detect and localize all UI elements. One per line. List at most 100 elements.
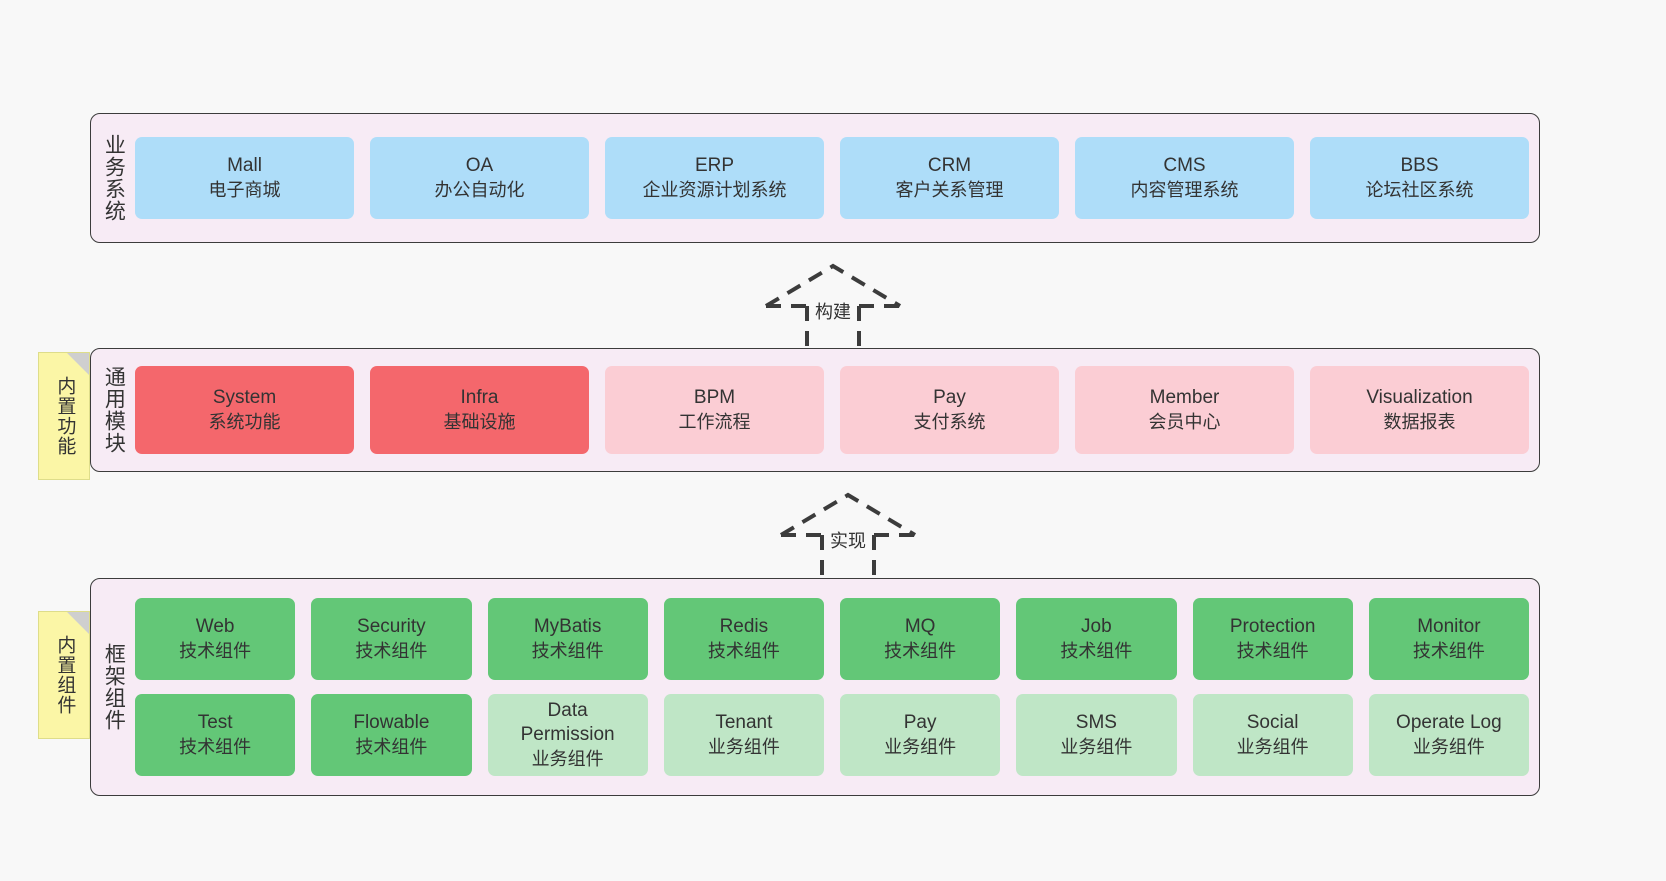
card-title: Mall	[227, 154, 262, 176]
sticky-note-builtin-features: 内置功能	[38, 352, 90, 480]
connector-implement: 实现	[763, 487, 933, 592]
card-title: Pay	[933, 386, 966, 408]
card-subtitle: 业务组件	[707, 736, 780, 757]
card-pay-module[interactable]: Pay 支付系统	[840, 366, 1059, 454]
card-title: Security	[357, 615, 426, 637]
card-title: Tenant	[715, 711, 773, 733]
card-title: Flowable	[353, 711, 430, 733]
card-title: Operate Log	[1396, 711, 1502, 733]
sticky-note-label: 内置功能	[54, 376, 76, 456]
layer-common-module-title: 通用模块	[102, 366, 126, 454]
connector-build-label: 构建	[815, 302, 851, 322]
card-subtitle: 企业资源计划系统	[642, 179, 787, 200]
card-row: Web 技术组件 Security 技术组件 MyBatis 技术组件 Redi…	[135, 598, 1529, 680]
card-subtitle: 办公自动化	[434, 179, 525, 200]
card-subtitle: 工作流程	[678, 411, 751, 432]
card-subtitle: 技术组件	[1412, 640, 1485, 661]
card-subtitle: 业务组件	[1412, 736, 1485, 757]
card-web[interactable]: Web 技术组件	[135, 598, 296, 680]
card-subtitle: 系统功能	[208, 411, 281, 432]
card-subtitle: 客户关系管理	[895, 179, 1004, 200]
card-title: Redis	[719, 615, 769, 637]
card-crm[interactable]: CRM 客户关系管理	[840, 137, 1059, 219]
card-title: Test	[197, 711, 233, 733]
card-erp[interactable]: ERP 企业资源计划系统	[605, 137, 824, 219]
card-title: Infra	[460, 386, 499, 408]
card-bbs[interactable]: BBS 论坛社区系统	[1310, 137, 1529, 219]
card-row: Test 技术组件 Flowable 技术组件 Data Permission …	[135, 694, 1529, 776]
card-title: Data Permission	[520, 699, 615, 746]
card-subtitle: 技术组件	[1060, 640, 1133, 661]
connector-implement-label: 实现	[830, 531, 866, 551]
card-title: Protection	[1229, 615, 1316, 637]
card-mq[interactable]: MQ 技术组件	[840, 598, 1001, 680]
card-operate-log[interactable]: Operate Log 业务组件	[1368, 694, 1529, 776]
card-row: Mall 电子商城 OA 办公自动化 ERP 企业资源计划系统 CRM 客户关系…	[135, 137, 1529, 219]
card-system[interactable]: System 系统功能	[135, 366, 354, 454]
card-title: CMS	[1163, 154, 1206, 176]
sticky-note-label: 内置组件	[54, 635, 76, 715]
card-bpm[interactable]: BPM 工作流程	[605, 366, 824, 454]
card-subtitle: 会员中心	[1148, 411, 1221, 432]
card-subtitle: 业务组件	[884, 736, 957, 757]
card-cms[interactable]: CMS 内容管理系统	[1075, 137, 1294, 219]
card-title: Monitor	[1417, 615, 1481, 637]
card-mybatis[interactable]: MyBatis 技术组件	[487, 598, 648, 680]
card-title: System	[212, 386, 277, 408]
layer-common-module-body: System 系统功能 Infra 基础设施 BPM 工作流程 Pay 支付系统…	[135, 349, 1539, 471]
card-sms[interactable]: SMS 业务组件	[1016, 694, 1177, 776]
card-subtitle: 技术组件	[355, 736, 428, 757]
card-mall[interactable]: Mall 电子商城	[135, 137, 354, 219]
card-subtitle: 技术组件	[1236, 640, 1309, 661]
card-row: System 系统功能 Infra 基础设施 BPM 工作流程 Pay 支付系统…	[135, 366, 1529, 454]
card-flowable[interactable]: Flowable 技术组件	[311, 694, 472, 776]
layer-framework-component: 框架组件 Web 技术组件 Security 技术组件 MyBatis 技术组件…	[90, 578, 1540, 796]
card-tenant[interactable]: Tenant 业务组件	[663, 694, 824, 776]
layer-framework-component-body: Web 技术组件 Security 技术组件 MyBatis 技术组件 Redi…	[135, 579, 1539, 795]
layer-framework-component-title: 框架组件	[102, 643, 126, 731]
card-infra[interactable]: Infra 基础设施	[370, 366, 589, 454]
card-title: ERP	[694, 154, 735, 176]
card-title: SMS	[1075, 711, 1117, 733]
card-monitor[interactable]: Monitor 技术组件	[1368, 598, 1529, 680]
card-subtitle: 业务组件	[1236, 736, 1309, 757]
card-job[interactable]: Job 技术组件	[1016, 598, 1177, 680]
card-subtitle: 业务组件	[1060, 736, 1133, 757]
card-subtitle: 技术组件	[179, 640, 252, 661]
card-subtitle: 技术组件	[707, 640, 780, 661]
layer-business-system-body: Mall 电子商城 OA 办公自动化 ERP 企业资源计划系统 CRM 客户关系…	[135, 114, 1539, 242]
card-subtitle: 数据报表	[1383, 411, 1456, 432]
card-test[interactable]: Test 技术组件	[135, 694, 296, 776]
card-data-permission[interactable]: Data Permission 业务组件	[487, 694, 648, 776]
layer-business-system-title: 业务系统	[102, 134, 126, 222]
card-title: Social	[1246, 711, 1299, 733]
card-subtitle: 支付系统	[913, 411, 986, 432]
card-title: Job	[1081, 615, 1112, 637]
card-security[interactable]: Security 技术组件	[311, 598, 472, 680]
card-subtitle: 业务组件	[531, 749, 604, 769]
card-subtitle: 内容管理系统	[1130, 179, 1239, 200]
card-subtitle: 论坛社区系统	[1365, 179, 1474, 200]
sticky-note-builtin-components: 内置组件	[38, 611, 90, 739]
card-pay-component[interactable]: Pay 业务组件	[840, 694, 1001, 776]
card-title: Web	[195, 615, 235, 637]
card-title: MQ	[904, 615, 936, 637]
card-protection[interactable]: Protection 技术组件	[1192, 598, 1353, 680]
layer-business-system: 业务系统 Mall 电子商城 OA 办公自动化 ERP 企业资源计划系统 CRM…	[90, 113, 1540, 243]
card-title: BPM	[693, 386, 736, 408]
card-subtitle: 技术组件	[179, 736, 252, 757]
card-title: Visualization	[1366, 386, 1473, 408]
card-social[interactable]: Social 业务组件	[1192, 694, 1353, 776]
card-subtitle: 基础设施	[443, 411, 516, 432]
card-oa[interactable]: OA 办公自动化	[370, 137, 589, 219]
card-title: Pay	[903, 711, 937, 733]
card-member[interactable]: Member 会员中心	[1075, 366, 1294, 454]
card-title: CRM	[927, 154, 972, 176]
card-visualization[interactable]: Visualization 数据报表	[1310, 366, 1529, 454]
layer-common-module: 通用模块 System 系统功能 Infra 基础设施 BPM 工作流程 Pay…	[90, 348, 1540, 472]
card-title: OA	[465, 154, 494, 176]
card-redis[interactable]: Redis 技术组件	[663, 598, 824, 680]
card-subtitle: 技术组件	[531, 640, 604, 661]
card-subtitle: 技术组件	[355, 640, 428, 661]
